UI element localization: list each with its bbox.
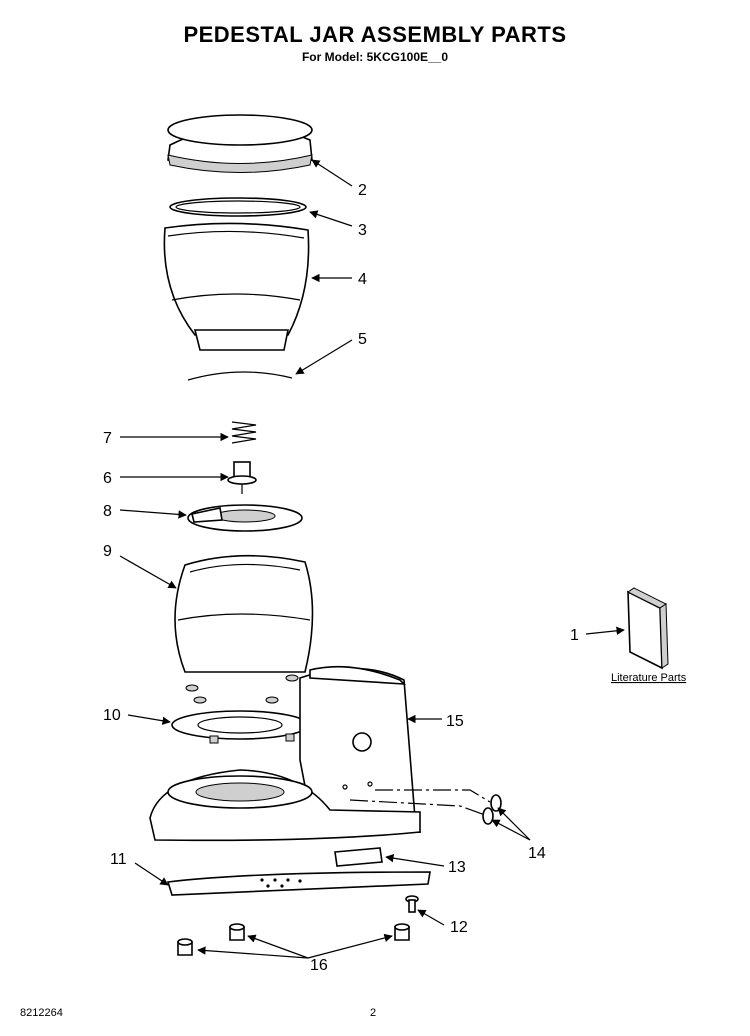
callout-9: 9	[103, 543, 112, 560]
part-11-base-plate	[166, 871, 431, 896]
part-12-screw	[405, 895, 419, 913]
part-7-spring	[231, 421, 257, 444]
callout-12: 12	[450, 919, 468, 936]
callout-7: 7	[103, 430, 112, 447]
callout-1: 1	[570, 627, 579, 644]
page-title: PEDESTAL JAR ASSEMBLY PARTS	[183, 22, 567, 47]
part-10-adaptor-ring	[171, 710, 309, 744]
part-3-gasket	[169, 197, 307, 217]
part-2-lid	[167, 114, 313, 173]
callout-5: 5	[358, 331, 367, 348]
hopper-feet	[185, 674, 299, 704]
callout-13: 13	[448, 859, 466, 876]
callout-10: 10	[103, 707, 121, 724]
callout-6: 6	[103, 470, 112, 487]
part-15-pedestal	[149, 665, 422, 842]
part-5-clip-ring	[187, 371, 293, 381]
page-number: 2	[370, 1007, 376, 1019]
callout-16: 16	[310, 957, 328, 974]
callout-15: 15	[446, 713, 464, 730]
callout-14: 14	[528, 845, 546, 862]
part-13-window	[334, 847, 383, 867]
leader-lines	[119, 159, 625, 959]
literature-parts-label: Literature Parts	[611, 672, 687, 684]
part-14-grommets	[349, 789, 502, 825]
model-subtitle: For Model: 5KCG100E__0	[301, 50, 449, 64]
callout-3: 3	[358, 222, 367, 239]
callout-4: 4	[358, 271, 367, 288]
callout-11: 11	[110, 851, 127, 868]
part-9-hopper	[174, 554, 314, 673]
callout-8: 8	[103, 503, 112, 520]
part-4-jar	[163, 222, 310, 351]
document-number: 8212264	[20, 1007, 63, 1019]
part-1-literature	[627, 587, 669, 670]
part-8-burr-plate	[187, 504, 303, 532]
callout-2: 2	[358, 182, 367, 199]
part-16-feet	[177, 923, 410, 956]
part-6-post	[227, 461, 257, 494]
